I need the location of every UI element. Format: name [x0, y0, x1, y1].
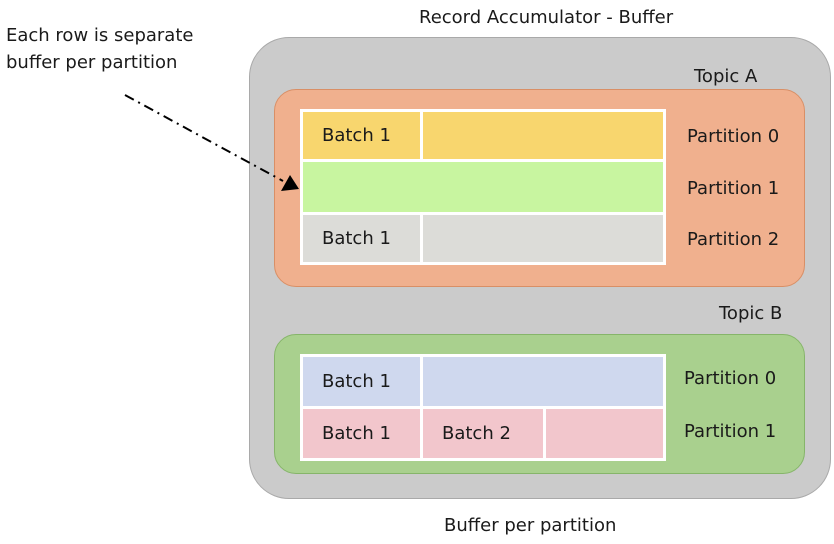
- topic-a-p2-batch-1: Batch 1: [300, 212, 423, 265]
- topic-a-partition-1-label: Partition 1: [687, 178, 780, 199]
- topic-a-p2-free-buffer: [420, 212, 666, 265]
- annotation-note: Each row is separate buffer per partitio…: [6, 22, 193, 76]
- topic-b-p0-batch-1: Batch 1: [300, 354, 423, 409]
- topic-a-p0-batch-1: Batch 1: [300, 109, 423, 162]
- arrow-head-icon: [281, 175, 299, 191]
- annotation-arrow-line: [124, 94, 284, 182]
- topic-b-p1-free-buffer: [543, 406, 666, 461]
- topic-b-partition-1-label: Partition 1: [684, 421, 777, 442]
- topic-a-partition-0-label: Partition 0: [687, 126, 780, 147]
- diagram-title: Record Accumulator - Buffer: [419, 7, 674, 28]
- topic-a-label: Topic A: [694, 66, 758, 87]
- topic-a-p1-free-buffer: [300, 159, 666, 215]
- annotation-line-2: buffer per partition: [6, 52, 178, 73]
- topic-b-p1-batch-1: Batch 1: [300, 406, 423, 461]
- topic-b-p1-batch-2: Batch 2: [420, 406, 546, 461]
- diagram-caption: Buffer per partition: [444, 515, 617, 536]
- topic-b-label: Topic B: [719, 303, 783, 324]
- annotation-line-1: Each row is separate: [6, 25, 194, 46]
- topic-a-partition-2-label: Partition 2: [687, 229, 780, 250]
- topic-b-partition-0-label: Partition 0: [684, 368, 777, 389]
